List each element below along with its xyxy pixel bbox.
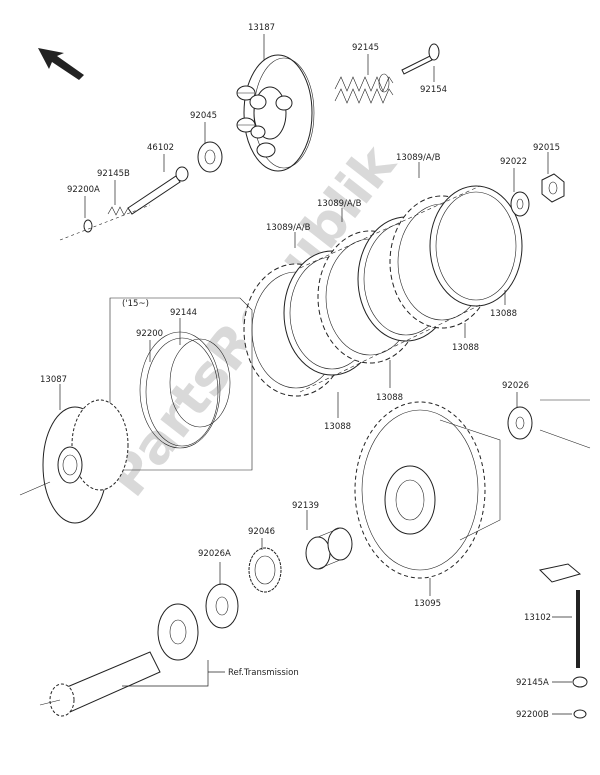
- push-rod: [127, 166, 189, 215]
- label-13187: 13187: [248, 23, 275, 33]
- steel-plate: [429, 185, 523, 307]
- label-13088-3: 13088: [376, 393, 403, 403]
- label-92145: 92145: [352, 43, 379, 53]
- label-92015: 92015: [533, 143, 560, 153]
- collar: [305, 527, 353, 570]
- transmission-shaft: [39, 603, 199, 717]
- label-92200a: 92200A: [67, 185, 100, 195]
- thrust-washer: [507, 406, 533, 440]
- nut: [541, 173, 565, 203]
- label-13088-1: 13088: [490, 309, 517, 319]
- label-92145a: 92145A: [516, 678, 549, 688]
- label-46102: 46102: [147, 143, 174, 153]
- direction-arrow-icon: [38, 48, 84, 80]
- label-13089-1: 13089/A/B: [396, 153, 441, 163]
- label-92145b: 92145B: [97, 169, 130, 179]
- washer: [510, 191, 530, 217]
- washer-small: [83, 219, 93, 233]
- label-13089-3: 13089/A/B: [266, 223, 311, 233]
- label-variant-15: ('15~): [122, 299, 149, 309]
- bolt: [401, 43, 440, 75]
- label-ref-transmission: Ref.Transmission: [228, 668, 299, 678]
- label-13088-2: 13088: [452, 343, 479, 353]
- part-labels: 13187 92145 92154 92045 46102 92145B 922…: [40, 23, 560, 720]
- label-13102: 13102: [524, 613, 551, 623]
- label-13089-2: 13089/A/B: [317, 199, 362, 209]
- label-92154: 92154: [420, 85, 447, 95]
- label-92200b: 92200B: [516, 710, 549, 720]
- label-92046: 92046: [248, 527, 275, 537]
- label-92200: 92200: [136, 329, 163, 339]
- label-13095: 13095: [414, 599, 441, 609]
- release-shaft: [538, 563, 588, 719]
- label-92026a: 92026A: [198, 549, 231, 559]
- label-13088-4: 13088: [324, 422, 351, 432]
- bearing: [197, 141, 223, 173]
- clutch-hub: [42, 399, 129, 524]
- leader-lines: [19, 34, 591, 715]
- needle-bearing: [248, 547, 282, 593]
- pressure-plate: [236, 54, 315, 172]
- label-92022: 92022: [500, 157, 527, 167]
- small-spring: [107, 206, 129, 216]
- label-13087: 13087: [40, 375, 67, 385]
- label-92139: 92139: [292, 501, 319, 511]
- clutch-spring: [334, 73, 394, 104]
- outer-clutch-gear: [354, 401, 501, 579]
- label-92045: 92045: [190, 111, 217, 121]
- label-92144: 92144: [170, 308, 197, 318]
- thrust-washer-a: [205, 583, 239, 629]
- label-92026: 92026: [502, 381, 529, 391]
